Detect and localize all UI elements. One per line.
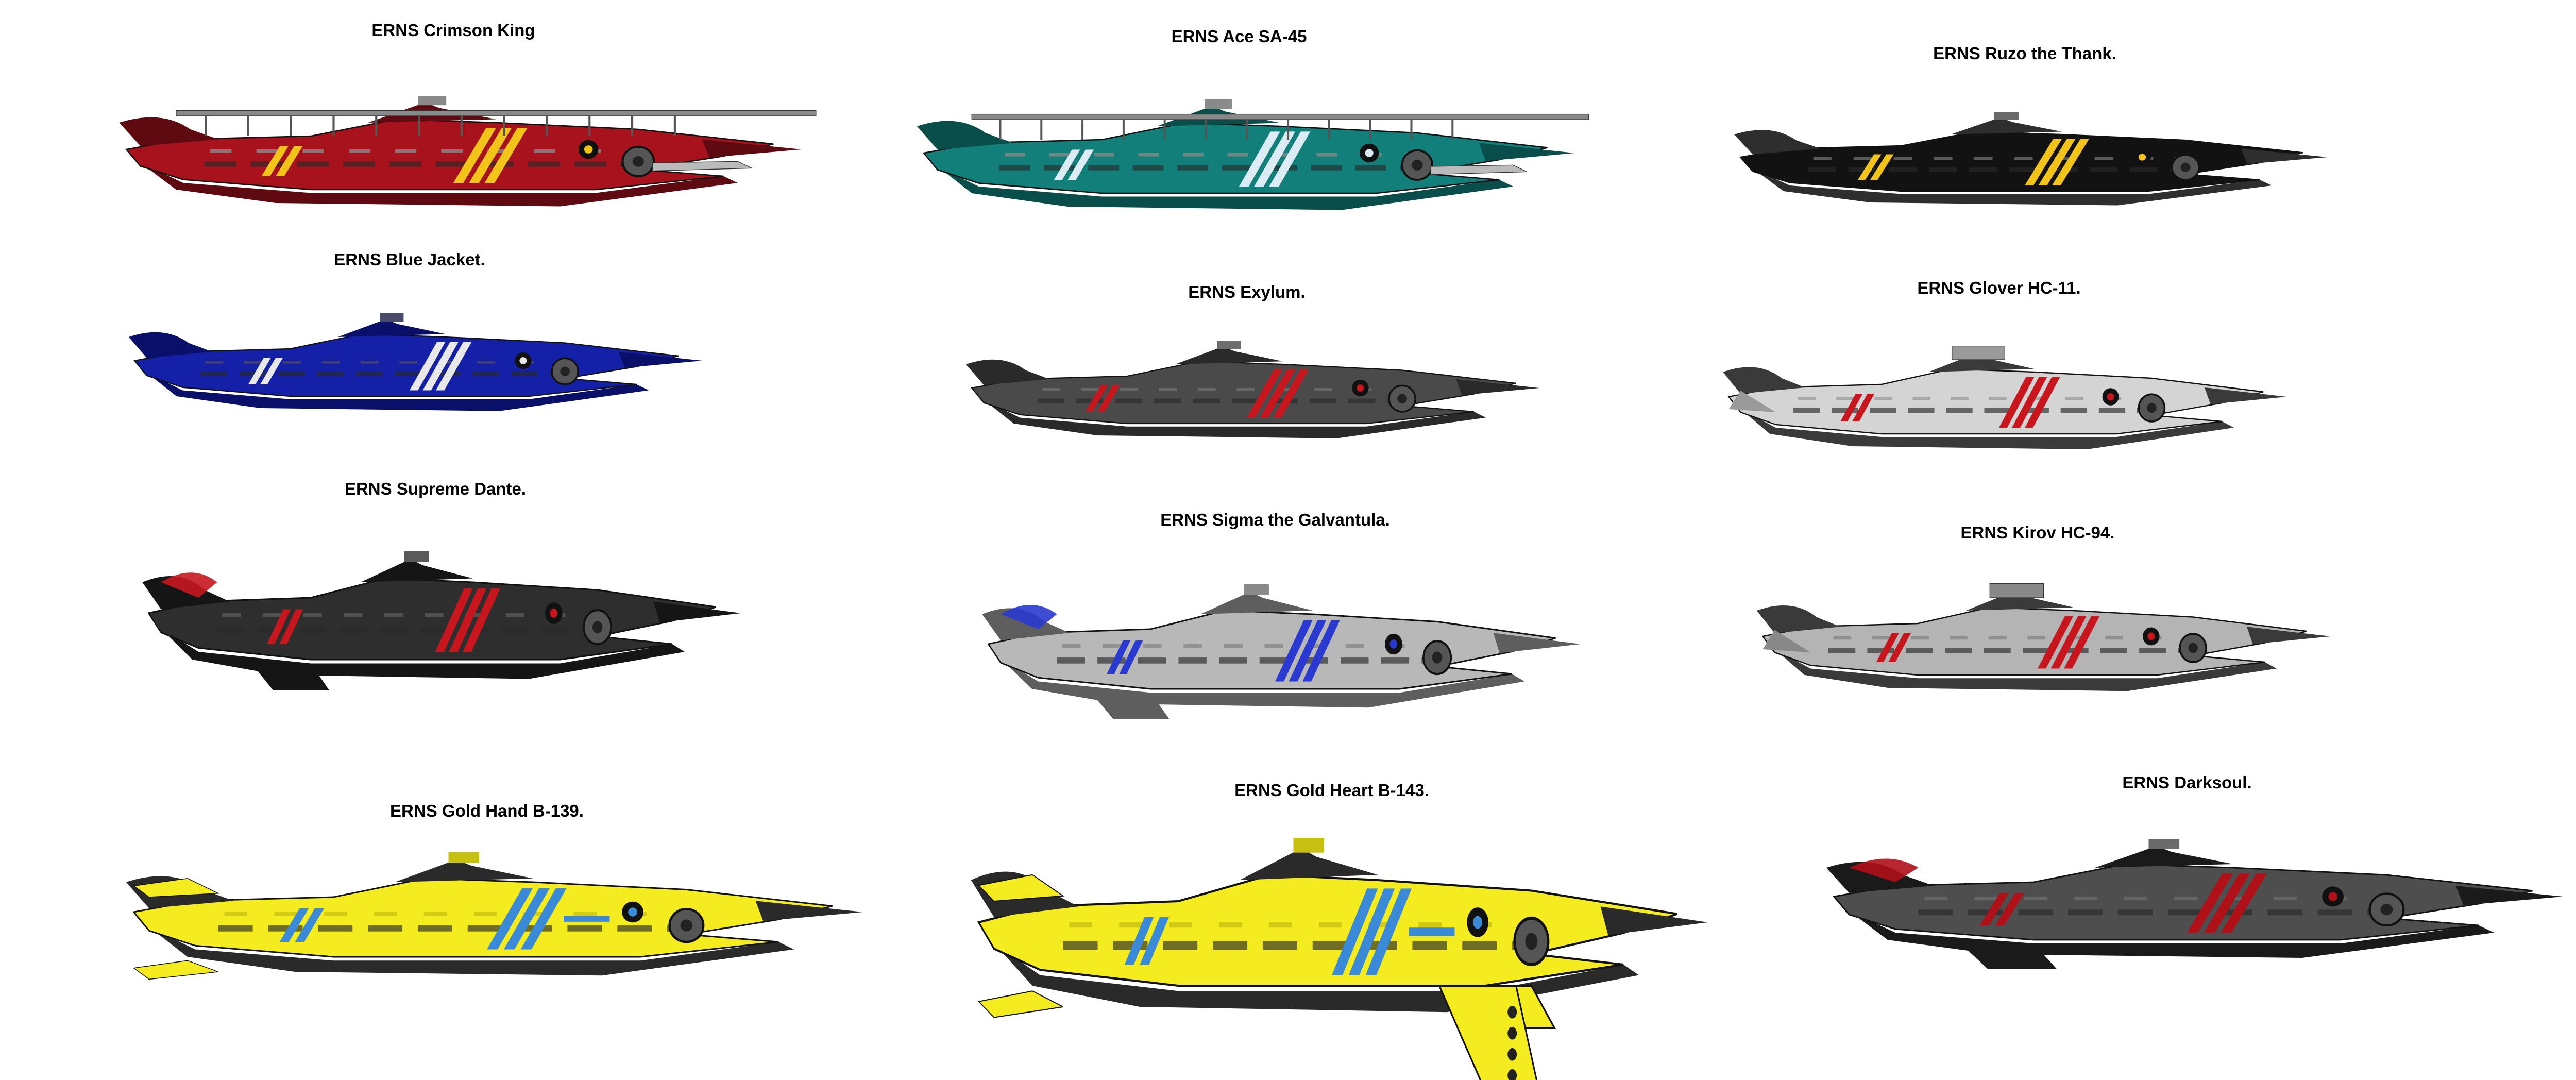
ship-illustration — [1803, 824, 2571, 969]
ship-name-label: ERNS Crimson King — [371, 21, 535, 40]
ship-card: ERNS Crimson King — [98, 21, 817, 222]
ship-illustration — [103, 837, 871, 987]
ship-illustration — [1705, 335, 2293, 459]
ship-drawing — [142, 551, 741, 690]
ship-drawing — [126, 852, 863, 980]
ship-illustration — [948, 817, 1716, 1080]
ship-card: ERNS Glover HC-11. — [1705, 278, 2293, 464]
ship-name-label: ERNS Ace SA-45 — [1171, 27, 1307, 46]
ship-card: ERNS Darksoul. — [1803, 773, 2571, 979]
ship-name-label: ERNS Sigma the Galvantula. — [1160, 510, 1390, 529]
ship-illustration — [1739, 572, 2336, 701]
ship-name-label: ERNS Supreme Dante. — [344, 479, 527, 498]
ship-illustration — [124, 536, 747, 690]
ship-card: ERNS Ace SA-45 — [896, 27, 1589, 223]
ship-name-label: ERNS Gold Heart B-143. — [1234, 781, 1429, 800]
ship-drawing — [965, 341, 1540, 438]
ship-card: ERNS Blue Jacket. — [111, 250, 708, 430]
ship-card: ERNS Exylum. — [948, 282, 1546, 447]
ship-drawing — [917, 99, 1589, 210]
ship-card: ERNS Sigma the Galvantula. — [963, 510, 1587, 719]
ship-illustration — [963, 569, 1587, 719]
ship-drawing — [1734, 112, 2328, 206]
ship-name-label: ERNS Gold Hand B-139. — [390, 801, 584, 820]
ship-card: ERNS Kirov HC-94. — [1739, 523, 2336, 703]
ship-illustration — [1716, 100, 2334, 214]
ship-card: ERNS Gold Heart B-143. — [948, 781, 1716, 1080]
ship-drawing — [119, 96, 817, 207]
ship-drawing — [1723, 346, 2287, 449]
ship-drawing — [1826, 839, 2564, 969]
ship-card: ERNS Gold Hand B-139. — [103, 801, 871, 987]
ship-card: ERNS Ruzo the Thank. — [1716, 44, 2334, 222]
ship-illustration — [111, 301, 708, 420]
ship-illustration — [98, 82, 817, 216]
ship-name-label: ERNS Kirov HC-94. — [1960, 523, 2115, 542]
ship-card: ERNS Supreme Dante. — [124, 479, 747, 696]
ship-drawing — [128, 313, 703, 411]
ship-drawing — [982, 584, 1581, 719]
ship-name-label: ERNS Glover HC-11. — [1917, 278, 2081, 297]
ship-name-label: ERNS Blue Jacket. — [334, 250, 485, 269]
ship-name-label: ERNS Exylum. — [1188, 282, 1306, 301]
ship-illustration — [896, 86, 1589, 220]
ship-name-label: ERNS Ruzo the Thank. — [1933, 44, 2116, 63]
ship-drawing — [971, 838, 1708, 1080]
ship-name-label: ERNS Darksoul. — [2122, 773, 2252, 792]
ship-drawing — [1756, 583, 2331, 691]
ship-illustration — [948, 329, 1546, 447]
